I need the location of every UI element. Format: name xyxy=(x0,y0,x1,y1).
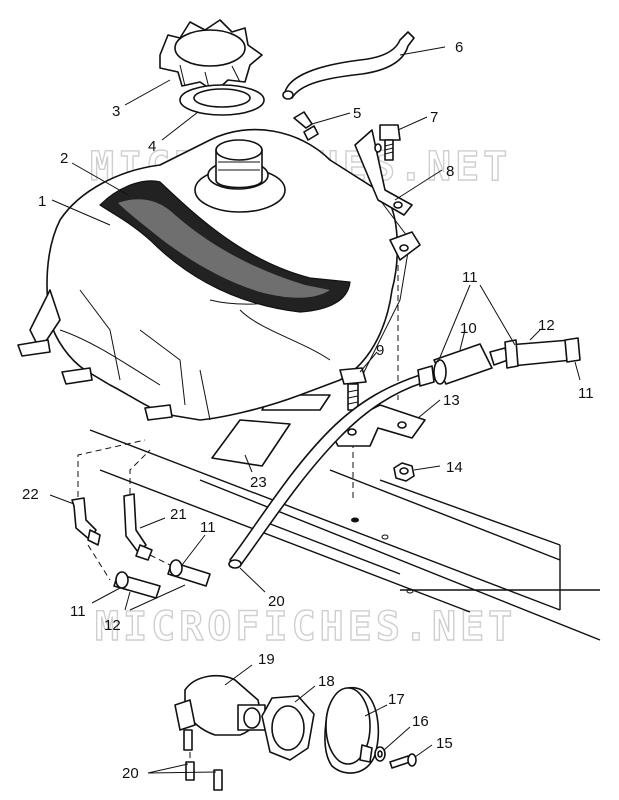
callout-3: 3 xyxy=(112,103,120,120)
callout-11-right: 11 xyxy=(578,385,594,402)
callout-18: 18 xyxy=(318,673,335,690)
tank-outlet-axis xyxy=(77,439,146,497)
fuel-cap xyxy=(159,19,263,93)
fuel-valve xyxy=(174,674,266,751)
fuel-tank xyxy=(17,128,411,421)
leader-lines xyxy=(49,46,581,774)
mount-bolt xyxy=(379,124,401,161)
vent-fitting xyxy=(293,111,319,141)
callout-11-left: 11 xyxy=(70,603,86,620)
callout-22: 22 xyxy=(22,486,39,503)
cap-gasket xyxy=(179,84,265,116)
outlet-axis xyxy=(129,449,151,494)
knob-washer xyxy=(374,746,386,762)
tank-elbow-fitting xyxy=(71,497,101,546)
callout-5: 5 xyxy=(353,105,361,122)
fuel-line-main xyxy=(228,365,435,569)
fuel-hose-right xyxy=(504,337,581,369)
callout-15: 15 xyxy=(436,735,453,752)
valve-fuel-lines xyxy=(185,752,223,791)
frame-rails xyxy=(89,429,601,641)
callout-13: 13 xyxy=(443,392,460,409)
callout-17: 17 xyxy=(388,691,405,708)
lower-bracket xyxy=(329,404,426,447)
callout-4: 4 xyxy=(148,138,156,155)
callout-19: 19 xyxy=(258,651,275,668)
valve-gasket xyxy=(261,695,315,761)
fuel-hoses-left xyxy=(113,559,211,599)
callout-2: 2 xyxy=(60,150,68,167)
callout-12-left: 12 xyxy=(104,617,121,634)
callout-12-right: 12 xyxy=(538,317,555,334)
bracket-bolt xyxy=(339,367,367,411)
tank-outlet-fitting xyxy=(123,493,153,561)
callout-23: 23 xyxy=(250,474,267,491)
tank-bracket xyxy=(354,129,421,261)
callout-20-bottom: 20 xyxy=(122,765,139,782)
callout-21: 21 xyxy=(170,506,187,523)
callout-9: 9 xyxy=(376,342,384,359)
callout-labels: 1 2 3 4 5 6 7 8 9 10 11 11 11 11 12 12 1… xyxy=(22,39,594,782)
hose-axis xyxy=(149,554,171,566)
callout-11-middle: 11 xyxy=(200,519,216,536)
elbow-axis xyxy=(87,544,111,581)
callout-14: 14 xyxy=(446,459,463,476)
lock-nut xyxy=(393,462,415,482)
knob-screw xyxy=(389,753,417,769)
callout-8: 8 xyxy=(446,163,454,180)
callout-10: 10 xyxy=(460,320,477,337)
vent-hose xyxy=(282,31,415,100)
fuel-filter xyxy=(433,343,509,385)
callout-7: 7 xyxy=(430,109,438,126)
callout-6: 6 xyxy=(455,39,463,56)
valve-knob xyxy=(324,686,380,774)
callout-16: 16 xyxy=(412,713,429,730)
callout-11-top: 11 xyxy=(462,269,478,286)
callout-20-main: 20 xyxy=(268,593,285,610)
watermark-bottom: MICROFICHES.NET xyxy=(95,604,516,650)
callout-1: 1 xyxy=(38,193,46,210)
